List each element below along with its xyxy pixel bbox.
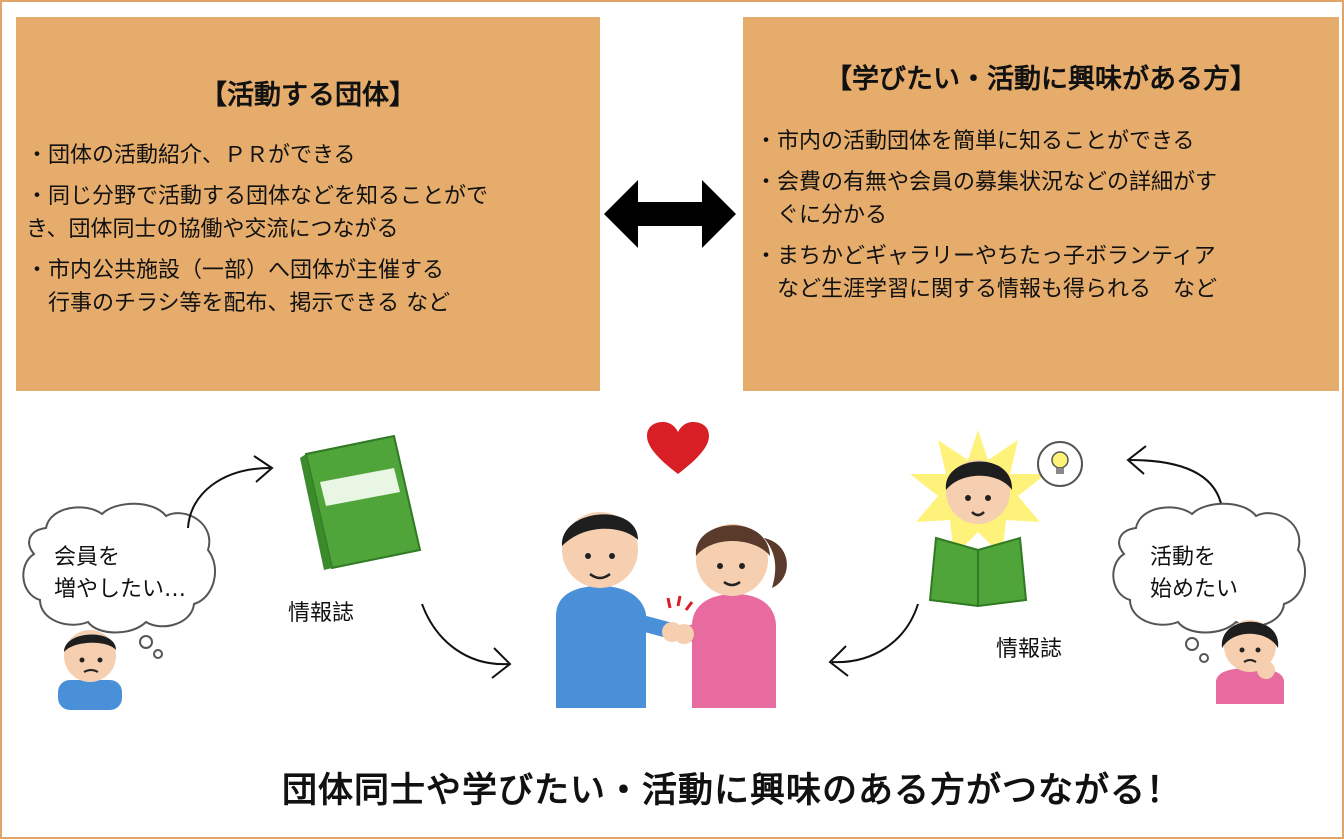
left-book-label: 情報誌 bbox=[288, 601, 355, 626]
group-benefits-title: 【活動する団体】 bbox=[200, 80, 416, 111]
heart-icon bbox=[647, 422, 709, 474]
learner-benefits-panel: 【学びたい・活動に興味がある方】 ・市内の活動団体を簡単に知ることができる ・会… bbox=[743, 17, 1339, 391]
group-benefits-list: ・団体の活動紹介、ＰＲができる ・同じ分野で活動する団体などを知ることがで き、… bbox=[26, 139, 596, 328]
learner-benefits-title: 【学びたい・活動に興味がある方】 bbox=[825, 64, 1257, 95]
thought-bubble-right bbox=[1112, 502, 1307, 663]
group-benefits-panel: 【活動する団体】 ・団体の活動紹介、ＰＲができる ・同じ分野で活動する団体などを… bbox=[16, 17, 600, 391]
thought-bubble-left bbox=[22, 502, 217, 659]
list-item: ・まちかどギャラリーやちたっ子ボランティア など生涯学習に関する情報も得られる … bbox=[755, 244, 1218, 302]
curved-arrow-icon bbox=[828, 603, 919, 677]
list-item: ・同じ分野で活動する団体などを知ることがで き、団体同士の協働や交流につながる bbox=[26, 184, 489, 242]
double-arrow-icon bbox=[604, 180, 736, 248]
list-item: ・会費の有無や会員の募集状況などの詳細がす ぐに分かる bbox=[755, 170, 1218, 228]
curved-arrow-icon bbox=[187, 455, 274, 529]
list-item: ・団体の活動紹介、ＰＲができる bbox=[26, 143, 356, 168]
worried-man-icon bbox=[58, 630, 122, 710]
right-bubble-text: 活動を 始めたい bbox=[1150, 545, 1239, 602]
list-item: ・市内公共施設（一部）へ団体が主催する 行事のチラシ等を配布、掲示できる など bbox=[26, 258, 451, 316]
curved-arrow-icon bbox=[1126, 445, 1223, 509]
worried-woman-icon bbox=[1216, 620, 1284, 704]
green-book-icon bbox=[300, 434, 422, 570]
curved-arrow-icon bbox=[421, 603, 512, 679]
right-book-label: 情報誌 bbox=[996, 637, 1063, 662]
woman-reading-icon bbox=[910, 430, 1083, 608]
main-caption: 団体同士や学びたい・活動に興味のある方がつながる！ bbox=[281, 771, 1182, 811]
fist-bump-people-icon bbox=[556, 512, 787, 708]
left-bubble-text: 会員を 増やしたい… bbox=[54, 545, 187, 602]
learner-benefits-list: ・市内の活動団体を簡単に知ることができる ・会費の有無や会員の募集状況などの詳細… bbox=[755, 125, 1335, 314]
list-item: ・市内の活動団体を簡単に知ることができる bbox=[755, 129, 1195, 154]
